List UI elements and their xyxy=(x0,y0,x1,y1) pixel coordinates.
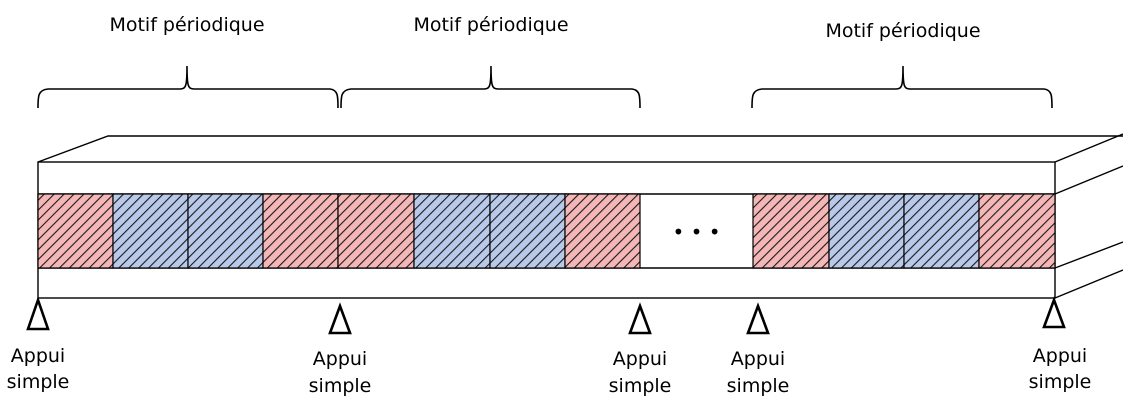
support-5: Appui simple xyxy=(1029,296,1092,393)
beam-top-face xyxy=(37,135,1123,163)
support-3-line1: Appui xyxy=(613,348,667,370)
support-5-line2: simple xyxy=(1029,371,1092,393)
support-triangle-icon xyxy=(746,302,770,335)
beam-right-edges xyxy=(1054,133,1123,299)
support-2-line2: simple xyxy=(309,375,372,397)
support-3: Appui simple xyxy=(609,302,672,397)
core-cells: • • • xyxy=(37,193,1056,269)
support-4-line1: Appui xyxy=(731,348,785,370)
cell-blue-6 xyxy=(413,193,491,269)
support-1-line2: simple xyxy=(7,371,70,393)
cell-red-1 xyxy=(37,193,114,269)
motif-labels: Motif périodique Motif périodique Motif … xyxy=(109,14,980,42)
support-triangle-icon xyxy=(1042,296,1066,329)
cell-red-5 xyxy=(337,193,415,269)
motif-label-2: Motif périodique xyxy=(413,14,568,36)
support-triangle-icon xyxy=(26,296,50,331)
support-1: Appui simple xyxy=(7,296,70,393)
cell-blue-7 xyxy=(489,193,566,269)
support-4: Appui simple xyxy=(727,302,790,397)
support-4-line2: simple xyxy=(727,375,790,397)
cell-red-8 xyxy=(564,193,641,269)
support-3-line2: simple xyxy=(609,375,672,397)
brace-1 xyxy=(37,65,339,109)
ellipsis-text: • • • xyxy=(672,220,720,244)
supports: Appui simple Appui simple Appui simple A… xyxy=(7,296,1092,397)
cell-blue-3 xyxy=(187,193,264,269)
cell-blue-11 xyxy=(828,193,905,269)
brace-2 xyxy=(340,65,641,109)
support-triangle-icon xyxy=(328,302,352,335)
support-triangle-icon xyxy=(628,302,652,335)
brace-3 xyxy=(751,65,1053,109)
motif-braces xyxy=(37,65,1053,109)
cell-blue-12 xyxy=(903,193,980,269)
support-2-line1: Appui xyxy=(313,348,367,370)
support-2: Appui simple xyxy=(309,302,372,397)
cell-blue-2 xyxy=(112,193,189,269)
motif-label-3: Motif périodique xyxy=(825,20,980,42)
support-5-line1: Appui xyxy=(1033,345,1087,367)
cell-red-10 xyxy=(752,193,830,269)
cell-red-13 xyxy=(978,193,1056,269)
support-1-line1: Appui xyxy=(11,345,65,367)
motif-label-1: Motif périodique xyxy=(109,14,264,36)
cell-red-4 xyxy=(262,193,339,269)
